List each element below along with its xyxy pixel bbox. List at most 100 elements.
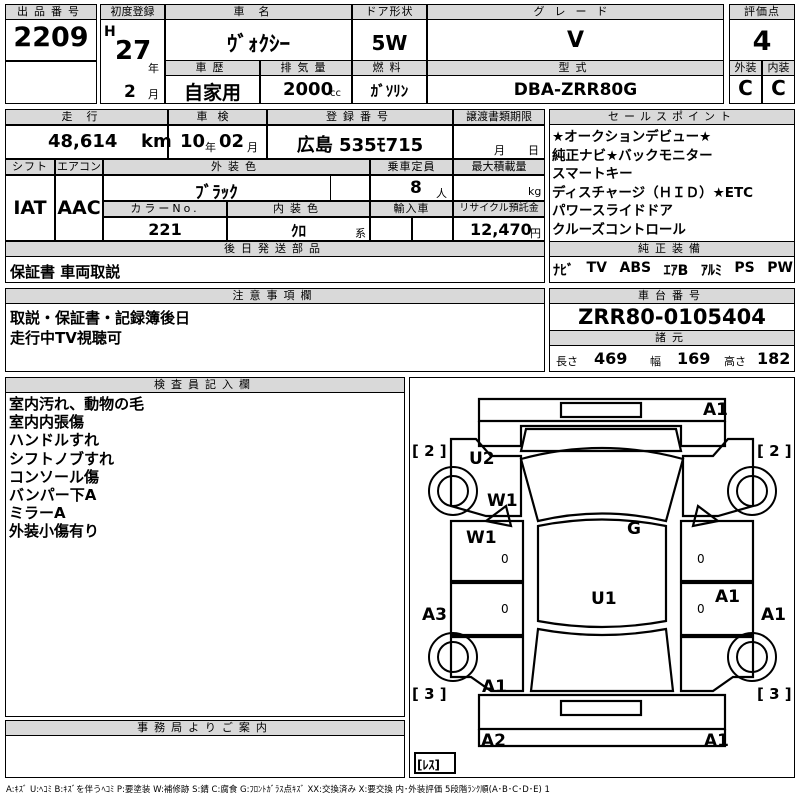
damage-mark: A1 (704, 731, 729, 751)
first-reg-label: 初度登録 (100, 4, 165, 20)
inspection-label: 車検 (168, 109, 267, 125)
insp-month: 02 (219, 131, 245, 152)
chassis-label: 車台番号 (549, 288, 795, 304)
capacity-unit: 人 (436, 187, 447, 200)
left-rear-fender (449, 635, 525, 693)
shift: IAT (13, 197, 47, 219)
tire-rear-left (428, 632, 478, 682)
capacity-label: 乗車定員 (370, 159, 453, 175)
width: 169 (677, 349, 711, 368)
car-diagram-svg: A1 U2 W1 W1 G U1 A1 A3 A1 A1 A2 A1 [ 2 ]… (412, 397, 792, 774)
lot-number: 2209 (13, 22, 89, 53)
damage-mark: A3 (422, 605, 447, 625)
tire-label: [ 2 ] (757, 442, 792, 460)
right-mirror (691, 504, 721, 528)
recycle: 12,470 (470, 220, 532, 239)
damage-mark: A1 (703, 400, 728, 420)
spec-label: 諸元 (549, 330, 795, 346)
door-label: ドア形状 (352, 4, 427, 20)
inspector-item: 室内汚れ、動物の毛 (9, 395, 145, 413)
history-label: 車歴 (165, 60, 260, 76)
equipment-item: TV (586, 260, 607, 276)
color-no: 221 (148, 220, 182, 239)
sales-point-item: スマートキー (552, 166, 633, 183)
office-label: 事務局よりご案内 (5, 720, 405, 736)
ac-label: エアコン (55, 159, 103, 175)
damage-mark: W1 (466, 528, 497, 548)
interior-color-label: 内装色 (227, 201, 370, 217)
transfer-label: 譲渡書類期限 (453, 109, 545, 125)
damage-mark: U2 (469, 449, 495, 469)
color-no-cell (103, 217, 227, 241)
hood-outline (477, 421, 727, 448)
equipment-list: ﾅﾋﾞ TV ABS ｴｱB ｱﾙﾐ PS PW (553, 260, 793, 280)
notes-list: 取説・保証書・記録簿後日 走行中TV視聴可 (10, 308, 190, 348)
color: ﾌﾞﾗｯｸ (195, 183, 238, 203)
tire-label: [ 3 ] (412, 685, 447, 703)
right-rear-fender (679, 635, 755, 693)
inspector-item: ミラーA (9, 504, 66, 523)
mileage: 48,614 (48, 131, 118, 152)
load-label: 最大積載量 (453, 159, 545, 175)
lot-number-label: 出品番号 (5, 4, 97, 20)
tire-front-right (727, 466, 777, 516)
reg-month: 2 (124, 82, 136, 102)
transfer-cell (453, 125, 545, 159)
note-item: 走行中TV視聴可 (10, 329, 122, 347)
load-unit: kg (528, 185, 542, 198)
import-cell (370, 217, 412, 241)
equipment-item: PS (734, 260, 755, 276)
shift-cell (5, 175, 55, 241)
damage-legend: A:ｷｽﾞ U:ﾍｺﾐ B:ｷｽﾞを伴うﾍｺﾐ P:要塗装 W:補修跡 S:錆 … (6, 785, 550, 795)
reg-year-unit: 年 (148, 62, 159, 75)
sales-point-item: クルーズコントロール (552, 221, 686, 238)
roof (536, 518, 668, 629)
left-mirror (483, 504, 513, 528)
length-label: 長さ (556, 355, 578, 368)
sales-point-item: ディスチャージ（ＨＩＤ）★ETC (552, 184, 754, 201)
score: 4 (752, 26, 772, 57)
inspector-item: バンパー下A (9, 486, 97, 505)
sales-point-item: ★オークションデビュー★ (552, 129, 712, 145)
reg-month-unit: 月 (148, 88, 159, 101)
insp-year: 10 (180, 131, 206, 152)
sales-point-item: パワースライドドア (552, 203, 673, 220)
left-rear-door (449, 581, 525, 637)
inspector-item: ハンドルすれ (9, 431, 100, 450)
damage-mark: A1 (715, 587, 740, 607)
tire-label: [ﾚｽ] (417, 758, 440, 772)
fuel-label: 燃料 (352, 60, 427, 76)
displacement: 2000 (283, 79, 334, 100)
mileage-label: 走行 (5, 109, 168, 125)
inspection-cell (168, 125, 267, 159)
tire-rear-right (727, 632, 777, 682)
shift-label: シフト (5, 159, 55, 175)
equipment-item: ABS (619, 260, 652, 276)
color-subcell (330, 175, 370, 201)
tire-label: [ 3 ] (757, 685, 792, 703)
reg-year: 27 (115, 36, 152, 66)
rear-plate (559, 699, 643, 717)
inspector-label: 検査員記入欄 (5, 377, 405, 393)
recycle-label: リサイクル預託金 (453, 201, 545, 217)
grade: V (566, 28, 585, 53)
color-no-label: カラーNo. (103, 201, 227, 217)
later-parts-label: 後日発送部品 (5, 241, 545, 257)
plate: 広島 535ﾓ715 (296, 135, 424, 156)
history: 自家用 (183, 82, 241, 104)
model-label: 型式 (427, 60, 724, 76)
rear-bumper-lower (477, 729, 727, 748)
interior-grade: C (771, 76, 786, 100)
tire-label: [ 2 ] (412, 442, 447, 460)
import-label: 輸入車 (370, 201, 453, 217)
zero-mark: 0 (697, 552, 705, 566)
score-label: 評価点 (729, 4, 795, 20)
height: 182 (757, 349, 791, 368)
right-front-fender (681, 437, 755, 518)
height-label: 高さ (724, 355, 746, 368)
note-item: 取説・保証書・記録簿後日 (10, 309, 191, 327)
model: DBA-ZRR80G (513, 80, 638, 100)
later-parts: 保証書 車両取説 (10, 263, 121, 281)
sales-points-list: ★オークションデビュー★ 純正ナビ★バックモニター スマートキー ディスチャージ… (552, 128, 753, 240)
damage-diagram: A1 U2 W1 W1 G U1 A1 A3 A1 A1 A2 A1 [ 2 ]… (409, 377, 795, 778)
